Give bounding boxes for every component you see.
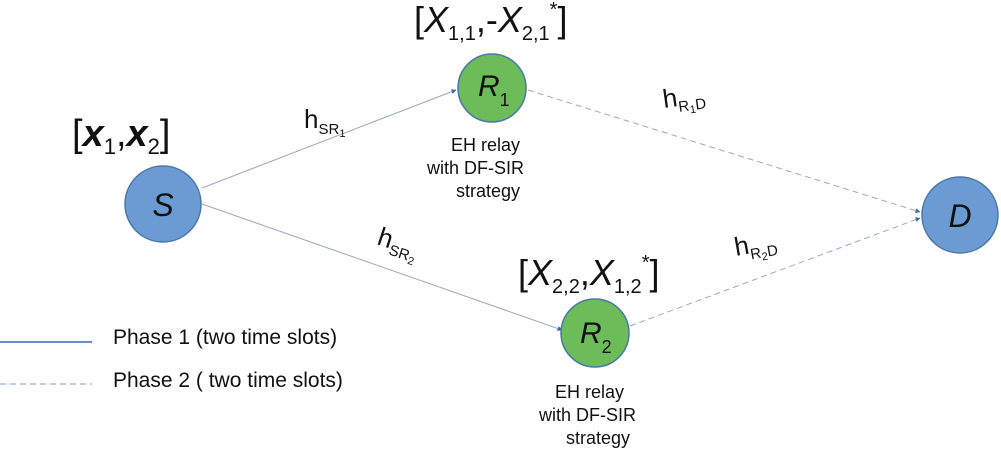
- channel-label-r2d: hR2D: [732, 225, 780, 268]
- source-vector: [x1,x2]: [72, 113, 170, 159]
- channel-label-sr2: hSR2: [372, 221, 423, 268]
- edge-r2-d: [629, 217, 921, 327]
- source-node: [124, 165, 202, 243]
- channel-label-r1d: hR1D: [661, 78, 708, 120]
- legend-phase2-label: Phase 2 ( two time slots): [113, 369, 343, 392]
- relay1-node: [457, 53, 527, 123]
- destination-node: [921, 176, 999, 254]
- edge-s-r2: [201, 203, 563, 331]
- relay2-node-label: R2: [580, 317, 612, 357]
- relay2-node: [560, 298, 630, 368]
- source-node-label: S: [152, 187, 173, 223]
- relay1-vector: [X1,1,-X2,1*]: [414, 0, 567, 45]
- relay1-node-label: R1: [478, 70, 510, 110]
- edge-s-r1: [201, 89, 457, 189]
- relay1-caption: EH relay with DF-SIR strategy: [426, 135, 529, 201]
- channel-label-sr1: hSR1: [304, 104, 345, 140]
- destination-node-label: D: [948, 198, 971, 234]
- edge-r1-d: [527, 89, 921, 214]
- relay2-caption: EH relay with DF-SIR strategy: [538, 382, 641, 448]
- legend-phase1-label: Phase 1 (two time slots): [113, 326, 337, 349]
- relay2-vector: [X2,2,X1,2*]: [518, 252, 660, 298]
